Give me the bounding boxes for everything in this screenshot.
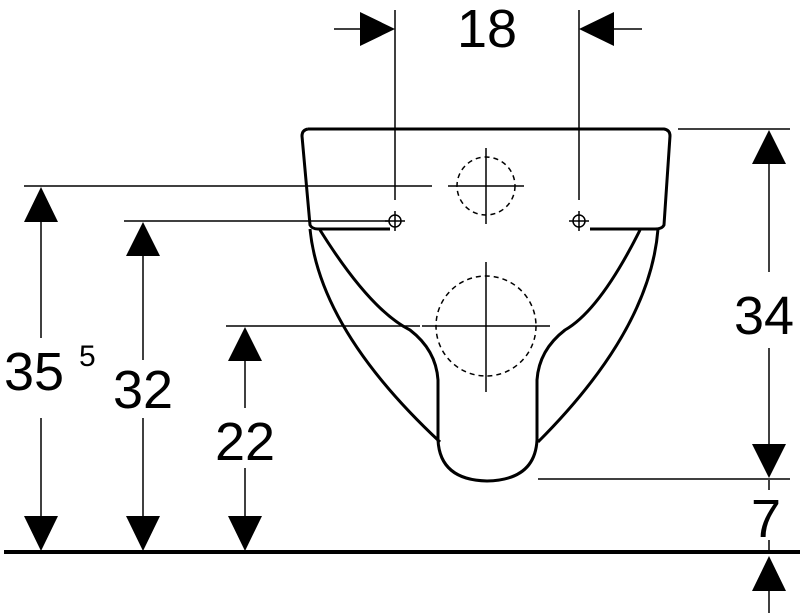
toilet-outline	[300, 127, 672, 483]
extension-lines	[24, 10, 790, 480]
upper-pipe-circle	[448, 148, 524, 224]
dimension-label-32: 32	[113, 360, 173, 420]
dimension-32: 32	[113, 222, 173, 551]
dimension-label-35: 35	[4, 342, 64, 402]
dimension-label-34: 34	[734, 286, 794, 346]
dimension-35-5: 35 5	[4, 187, 96, 551]
dimension-label-18: 18	[457, 0, 517, 59]
dimension-18: 18	[334, 0, 642, 59]
dimension-7: 7	[751, 480, 786, 613]
right-fixing-hole	[569, 211, 589, 231]
outlet-pipe-circle	[422, 262, 550, 392]
dimension-22: 22	[215, 327, 275, 551]
dimension-34: 34	[734, 130, 794, 478]
dimension-label-35-fraction: 5	[79, 340, 96, 373]
dimension-label-22: 22	[215, 412, 275, 472]
dimension-label-7: 7	[751, 489, 781, 549]
